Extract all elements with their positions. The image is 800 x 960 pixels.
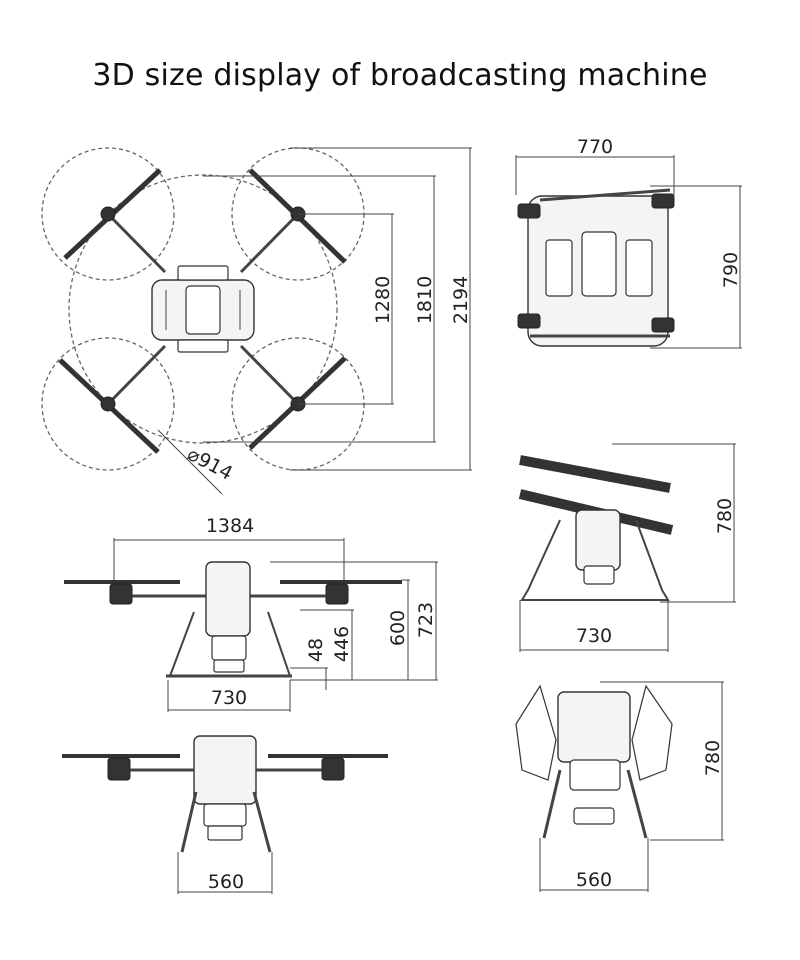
dim-780-side: 780 (714, 498, 736, 534)
dim-2194: 2194 (450, 276, 472, 324)
front-folded-view: 780 560 (515, 681, 724, 892)
dim-560-front-folded: 560 (576, 869, 612, 891)
dim-730-side: 730 (576, 625, 612, 647)
dim-560-front: 560 (208, 871, 244, 893)
side-view: 1384 48 446 600 723 730 (64, 515, 438, 712)
side-folded-view: 780 730 (518, 443, 736, 652)
dim-780-front: 780 (702, 740, 724, 776)
top-folded-view: 770 790 (515, 136, 742, 349)
front-view-body (193, 735, 257, 805)
page-title: 3D size display of broadcasting machine (92, 58, 708, 93)
dim-48: 48 (305, 638, 327, 662)
side-view-body (205, 561, 251, 637)
dim-723: 723 (415, 602, 437, 638)
dim-1280: 1280 (372, 276, 394, 324)
dim-1810: 1810 (414, 276, 436, 324)
diameter-label: ⌀914 (184, 443, 236, 485)
dim-1384: 1384 (206, 515, 254, 537)
dim-790: 790 (720, 252, 742, 288)
front-view: 560 (62, 735, 388, 894)
rotor-circle-bl (41, 337, 175, 471)
dim-600: 600 (387, 610, 409, 646)
dim-730-base: 730 (211, 687, 247, 709)
top-view: 1280 1810 2194 ⌀914 (41, 147, 472, 495)
dim-446: 446 (331, 626, 353, 662)
rotor-circle-tl (41, 147, 175, 281)
dim-770: 770 (577, 136, 613, 158)
rotor-span-circle (68, 174, 338, 444)
